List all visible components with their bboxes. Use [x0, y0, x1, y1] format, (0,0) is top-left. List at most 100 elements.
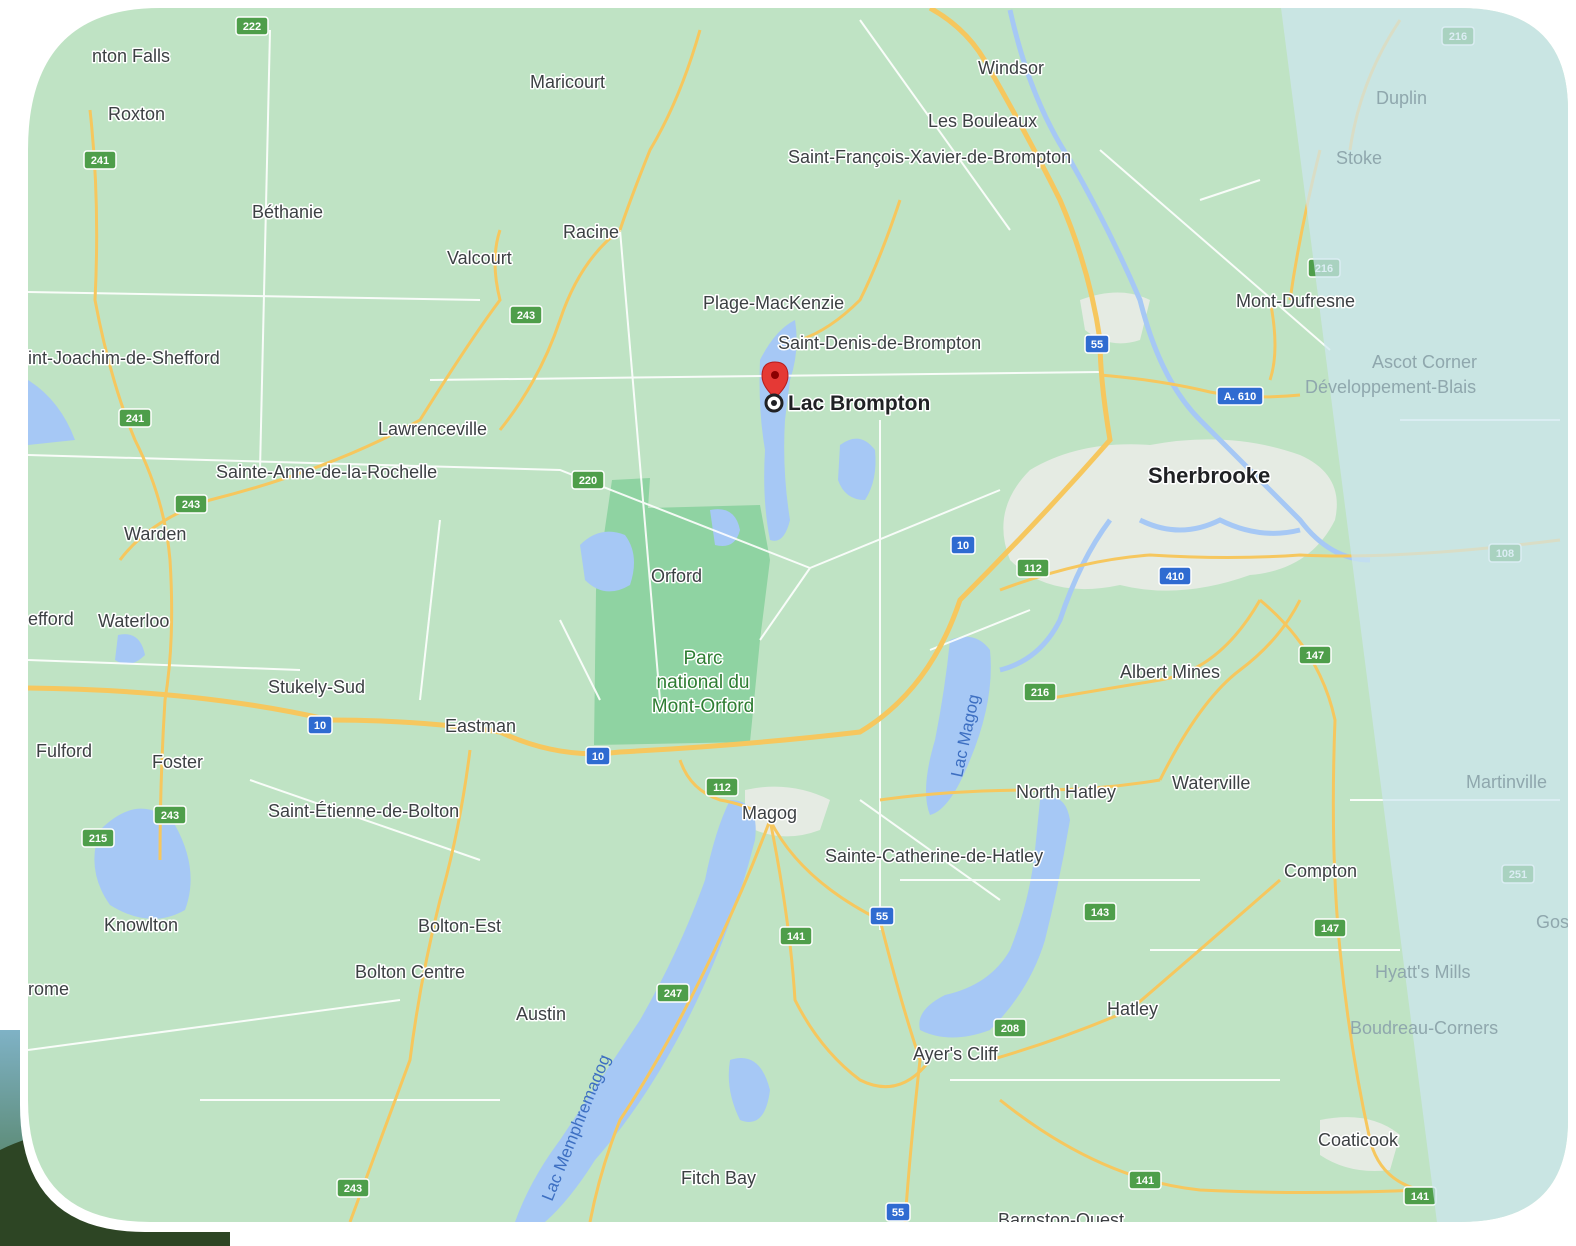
place-label-barnston-ouest[interactable]: Barnston-Ouest: [997, 1209, 1126, 1230]
selected-place-label[interactable]: Lac Brompton: [787, 391, 932, 417]
place-label-saint-denis-de-brompton[interactable]: Saint-Denis-de-Brompton: [777, 332, 983, 355]
park-label-line-3: Mont-Orford: [652, 696, 754, 717]
svg-text:216: 216: [1031, 687, 1049, 699]
faded-place-label-d-veloppement-blais: Développement-Blais: [1305, 377, 1476, 397]
place-label-hatley[interactable]: Hatley: [1106, 998, 1160, 1021]
route-shield-241: 241: [83, 150, 117, 170]
svg-text:10: 10: [314, 720, 326, 732]
svg-text:208: 208: [1001, 1023, 1019, 1035]
place-label-lawrenceville[interactable]: Lawrenceville: [377, 418, 489, 441]
place-label-magog[interactable]: Magog: [741, 802, 799, 825]
faded-place-label-boudreau-corners: Boudreau-Corners: [1350, 1018, 1498, 1038]
svg-text:55: 55: [892, 1207, 904, 1219]
place-label-foster[interactable]: Foster: [151, 751, 205, 774]
svg-text:112: 112: [1024, 563, 1042, 575]
pin-dot-icon: [771, 371, 779, 379]
route-shield-141: 141: [1403, 1186, 1437, 1206]
place-label-waterloo[interactable]: Waterloo: [97, 610, 171, 633]
route-shield-215: 215: [81, 828, 115, 848]
city-label-sherbrooke[interactable]: Sherbrooke: [1147, 462, 1272, 490]
faded-place-label-duplin: Duplin: [1376, 88, 1427, 108]
svg-text:141: 141: [787, 931, 805, 943]
place-label-stukely-sud[interactable]: Stukely-Sud: [267, 676, 367, 699]
place-label-compton[interactable]: Compton: [1283, 860, 1359, 883]
place-label-maricourt[interactable]: Maricourt: [529, 71, 607, 94]
urban-area-coaticook: [1320, 1117, 1400, 1171]
place-label-brome[interactable]: rome: [28, 978, 71, 1001]
svg-text:241: 241: [91, 155, 109, 167]
svg-text:243: 243: [344, 1183, 362, 1195]
route-shield-222: 222: [235, 16, 269, 36]
svg-text:141: 141: [1411, 1191, 1429, 1203]
place-label-orford[interactable]: Orford: [650, 565, 704, 588]
place-label-sainte-catherine-de-hatley[interactable]: Sainte-Catherine-de-Hatley: [824, 845, 1045, 868]
svg-text:243: 243: [517, 310, 535, 322]
place-label-albert-mines[interactable]: Albert Mines: [1119, 661, 1222, 684]
place-label-valcourt[interactable]: Valcourt: [446, 247, 514, 270]
svg-text:147: 147: [1321, 923, 1339, 935]
place-label-coaticook[interactable]: Coaticook: [1317, 1129, 1401, 1152]
svg-text:141: 141: [1136, 1175, 1154, 1187]
route-shield-10: 10: [307, 715, 333, 735]
faded-place-label-stoke: Stoke: [1336, 148, 1382, 168]
place-label-warden[interactable]: Warden: [123, 523, 188, 546]
place-label-sainte-anne-de-la-rochelle[interactable]: Sainte-Anne-de-la-Rochelle: [215, 461, 439, 484]
faded-place-label-hyatt-s-mills: Hyatt's Mills: [1375, 962, 1470, 982]
place-label-saint-tienne-de-bolton[interactable]: Saint-Étienne-de-Bolton: [267, 800, 461, 823]
svg-text:10: 10: [957, 540, 969, 552]
route-shield-112: 112: [705, 777, 739, 797]
place-label-plage-mackenzie[interactable]: Plage-MacKenzie: [702, 292, 846, 315]
place-label-saint-fran-ois-xavier-de-brompton[interactable]: Saint-François-Xavier-de-Brompton: [787, 146, 1073, 169]
svg-text:241: 241: [126, 413, 144, 425]
route-shield-216: 216: [1023, 682, 1057, 702]
place-label-roxton[interactable]: Roxton: [107, 103, 167, 126]
place-label-knowlton[interactable]: Knowlton: [103, 914, 180, 937]
rivers: [999, 9, 1371, 673]
place-label-granby-falls[interactable]: nton Falls: [91, 45, 172, 68]
route-shield-10: 10: [585, 746, 611, 766]
faded-place-label-martinville: Martinville: [1466, 772, 1547, 792]
svg-text:220: 220: [579, 475, 597, 487]
svg-text:55: 55: [876, 911, 888, 923]
selected-place[interactable]: Lac Brompton: [761, 361, 932, 417]
route-shield-141: 141: [779, 926, 813, 946]
place-label-bolton-est[interactable]: Bolton-Est: [417, 915, 503, 938]
place-label-ayer-s-cliff[interactable]: Ayer's Cliff: [912, 1043, 1001, 1066]
route-shield-55: 55: [1084, 334, 1110, 354]
small-lake: [728, 1058, 770, 1122]
route-shield-141: 141: [1128, 1170, 1162, 1190]
svg-text:243: 243: [161, 810, 179, 822]
route-shield-247: 247: [656, 983, 690, 1003]
place-label-racine[interactable]: Racine: [562, 221, 621, 244]
svg-text:112: 112: [713, 782, 731, 794]
route-shield-a610: A. 610: [1216, 386, 1264, 406]
place-label-windsor[interactable]: Windsor: [977, 57, 1046, 80]
lac-memphremagog-shape: [515, 800, 756, 1222]
place-label-waterville[interactable]: Waterville: [1171, 772, 1252, 795]
svg-text:143: 143: [1091, 907, 1109, 919]
route-shield-208: 208: [993, 1018, 1027, 1038]
place-label-austin[interactable]: Austin: [515, 1003, 568, 1026]
route-shield-243: 243: [336, 1178, 370, 1198]
place-label-eastman[interactable]: Eastman: [444, 715, 518, 738]
place-label-bolton-centre[interactable]: Bolton Centre: [354, 961, 467, 984]
place-label-north-hatley[interactable]: North Hatley: [1015, 781, 1118, 804]
place-label-les-bouleaux[interactable]: Les Bouleaux: [927, 110, 1039, 133]
place-label-saint-joachim-de-shefford[interactable]: int-Joachim-de-Shefford: [28, 347, 221, 370]
place-label-fitch-bay[interactable]: Fitch Bay: [680, 1167, 758, 1190]
place-label-b-thanie[interactable]: Béthanie: [251, 201, 325, 224]
route-shield-243: 243: [174, 494, 208, 514]
place-label-mont-dufresne[interactable]: Mont-Dufresne: [1235, 290, 1357, 313]
park-label-line-1: Parc: [683, 648, 722, 669]
place-label-fulford[interactable]: Fulford: [35, 740, 94, 763]
route-shield-220: 220: [571, 470, 605, 490]
minor-roads: [28, 19, 1560, 1101]
place-label-shefford[interactable]: efford: [28, 608, 75, 631]
lac-brome-shape: [94, 808, 191, 919]
lac-magog-shape: [926, 636, 991, 815]
route-shield-55: 55: [885, 1202, 911, 1222]
